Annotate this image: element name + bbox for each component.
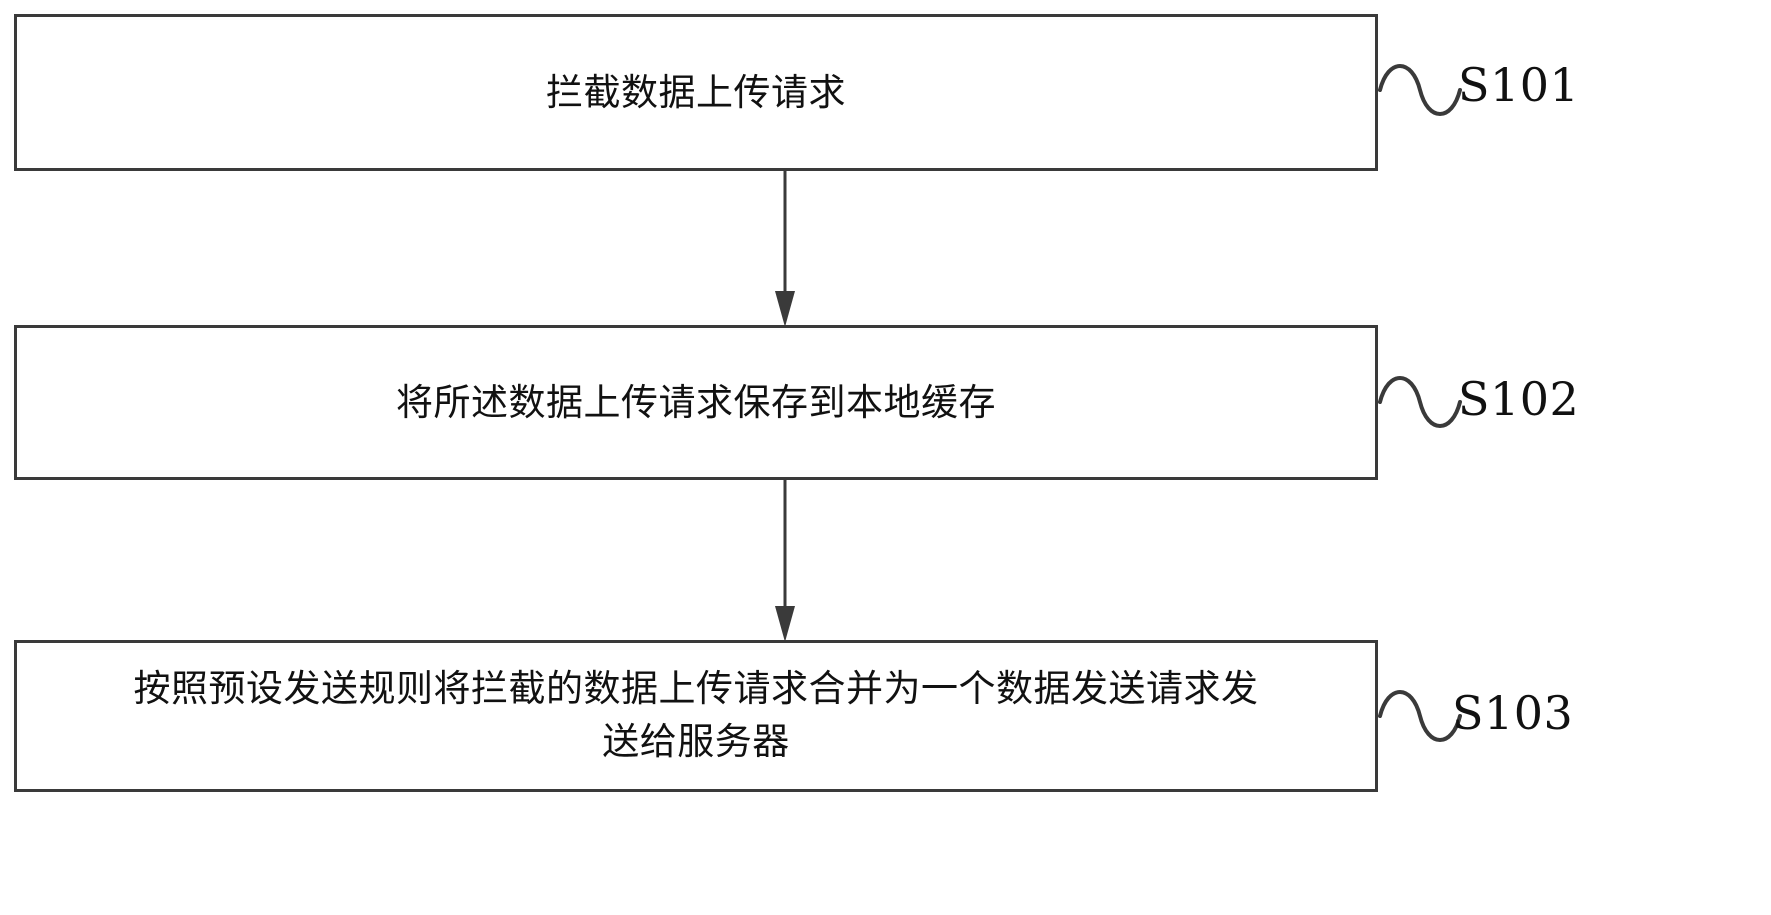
connector-arrow-s102-to-s103 [775,480,795,642]
leader-squiggle-s102 [1378,376,1462,428]
process-box-s103[interactable]: 按照预设发送规则将拦截的数据上传请求合并为一个数据发送请求发 送给服务器 [14,640,1378,792]
leader-squiggle-s101 [1378,64,1462,116]
process-box-s102[interactable]: 将所述数据上传请求保存到本地缓存 [14,325,1378,480]
step-label-s101: S101 [1458,58,1580,112]
process-box-s101[interactable]: 拦截数据上传请求 [14,14,1378,171]
step-label-s103: S103 [1452,686,1574,740]
leader-squiggle-s103 [1378,690,1462,742]
process-box-s103-text: 按照预设发送规则将拦截的数据上传请求合并为一个数据发送请求发 送给服务器 [133,667,1259,763]
process-box-s101-text: 拦截数据上传请求 [546,70,846,114]
process-box-s102-text: 将所述数据上传请求保存到本地缓存 [396,380,996,424]
connector-arrow-s101-to-s102 [775,171,795,327]
step-label-s102: S102 [1458,372,1580,426]
